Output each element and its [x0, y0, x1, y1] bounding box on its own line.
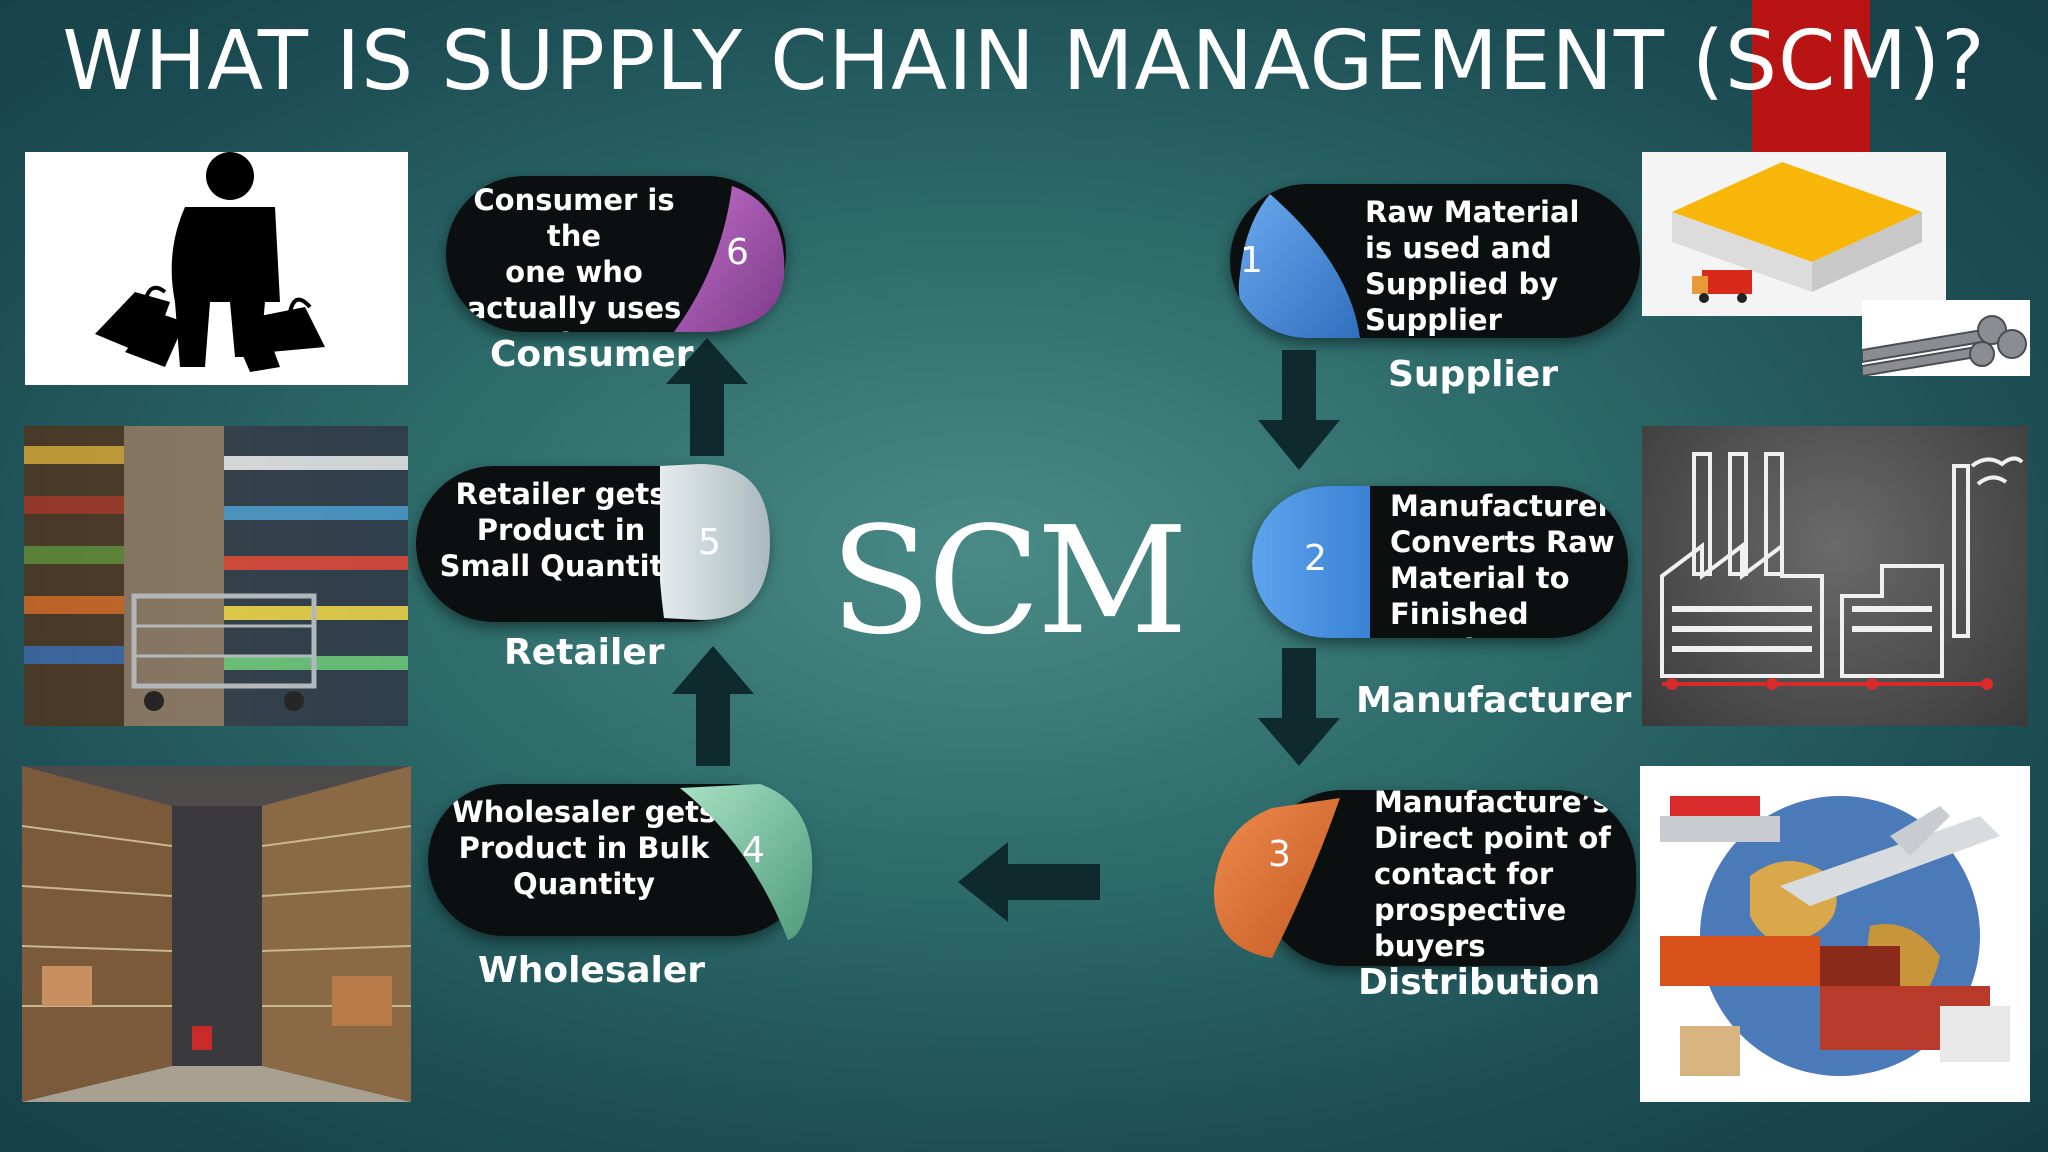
warehouse-image	[22, 766, 411, 1102]
consumer-image	[25, 152, 408, 385]
arrow-down-icon	[1258, 648, 1340, 766]
page-title: WHAT IS SUPPLY CHAIN MANAGEMENT (SCM)?	[62, 14, 1986, 109]
arrow-up-icon	[672, 646, 754, 766]
stage-label-distribution: Distribution	[1358, 962, 1601, 1003]
logistics-globe-image	[1640, 766, 2030, 1102]
retailer-cap	[660, 464, 770, 620]
center-label: SCM	[830, 495, 1188, 667]
factory-image	[1642, 426, 2028, 726]
consumer-cap	[674, 186, 785, 332]
wholesaler-cap	[680, 784, 813, 940]
shopper-icon	[95, 152, 325, 372]
manufacturer-cap	[1252, 486, 1370, 638]
stage-label-retailer: Retailer	[504, 632, 665, 673]
arrow-up-icon	[666, 338, 748, 456]
supplier-cap	[1238, 194, 1360, 338]
stage-number-6: 6	[726, 232, 749, 273]
stage-number-4: 4	[742, 830, 765, 871]
stage-label-wholesaler: Wholesaler	[478, 950, 706, 991]
stage-label-consumer: Consumer	[490, 334, 694, 375]
stage-number-1: 1	[1240, 240, 1263, 281]
steel-pipes-image	[1862, 300, 2030, 376]
supplier-warehouse-image	[1642, 152, 1946, 316]
arrow-left-icon	[958, 842, 1100, 922]
stage-label-manufacturer: Manufacturer	[1356, 680, 1632, 721]
retail-store-image	[24, 426, 408, 726]
stage-number-3: 3	[1268, 834, 1291, 875]
stage-number-5: 5	[698, 522, 721, 563]
distribution-cap	[1213, 798, 1340, 958]
stage-number-2: 2	[1304, 538, 1327, 579]
arrow-down-icon	[1258, 350, 1340, 470]
stage-label-supplier: Supplier	[1388, 354, 1558, 395]
accent-bar	[1752, 0, 1870, 152]
